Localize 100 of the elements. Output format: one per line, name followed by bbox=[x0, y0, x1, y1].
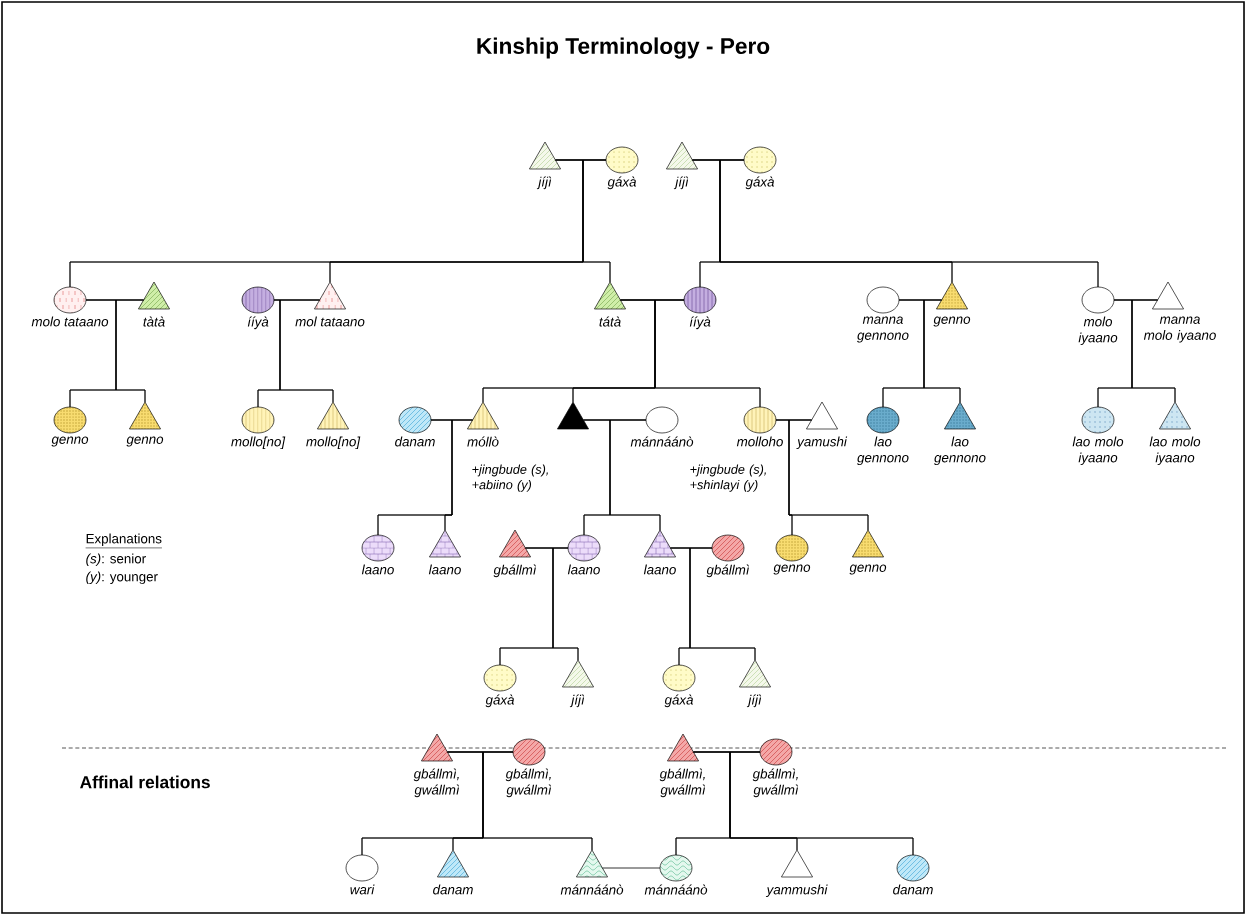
kin-term: jíjì bbox=[536, 176, 552, 190]
triangle-symbol bbox=[1152, 281, 1184, 310]
kin-term: genno bbox=[849, 564, 887, 575]
kin-term: danam bbox=[433, 884, 473, 895]
kin-term: gbállmì, gwállmì bbox=[505, 768, 552, 798]
kin-term: molo tataano bbox=[31, 316, 109, 327]
title: Kinship Terminology - Pero bbox=[477, 37, 770, 59]
kin-term: mánnáánò bbox=[644, 884, 708, 895]
triangle-symbol bbox=[644, 529, 676, 558]
kin-term: danam bbox=[893, 884, 933, 895]
kin-term: molo iyaano bbox=[1078, 316, 1118, 346]
kin-term: lao gennono bbox=[857, 436, 909, 466]
circle-symbol bbox=[743, 406, 777, 434]
kin-term: mollo[no] bbox=[231, 436, 286, 450]
kin-term: gbállmì, gwállmì bbox=[413, 768, 460, 798]
circle-symbol bbox=[53, 286, 87, 314]
triangle-symbol bbox=[138, 281, 170, 310]
kin-term: mollo[no] bbox=[306, 436, 361, 450]
circle-symbol bbox=[759, 738, 793, 766]
kinship-line bbox=[602, 867, 661, 869]
kin-term: gáxà bbox=[664, 694, 694, 708]
kin-term: gáxà bbox=[607, 176, 637, 190]
kinship-line bbox=[729, 751, 914, 856]
kin-term: gbállmì bbox=[493, 564, 537, 578]
kin-term: móllò bbox=[467, 436, 499, 447]
circle-symbol bbox=[345, 854, 379, 882]
kin-term: gbállmì, gwállmì bbox=[659, 768, 706, 798]
explanations-heading: Explanations bbox=[85, 533, 163, 549]
kin-term-note: +jingbude (s), +abiino (y) bbox=[472, 464, 548, 492]
kin-term: genno bbox=[773, 564, 811, 575]
kinship-line bbox=[1131, 299, 1176, 403]
kin-term: danam bbox=[395, 436, 435, 447]
triangle-symbol bbox=[806, 401, 838, 430]
kinship-line bbox=[444, 419, 473, 531]
triangle-symbol bbox=[317, 401, 349, 430]
triangle-symbol bbox=[667, 733, 699, 762]
circle-symbol bbox=[743, 146, 777, 174]
triangle-symbol bbox=[576, 849, 608, 878]
kin-term: gáxà bbox=[745, 176, 775, 190]
kin-term: jíjì bbox=[673, 176, 689, 190]
circle-symbol bbox=[483, 664, 517, 692]
kin-term: manna molo iyaano bbox=[1143, 316, 1216, 343]
kin-term: jíjì bbox=[569, 694, 585, 708]
kin-term: genno bbox=[933, 316, 971, 327]
kin-term: mánnáánò bbox=[560, 884, 624, 895]
triangle-symbol bbox=[129, 401, 161, 430]
triangle-symbol bbox=[437, 849, 469, 878]
circle-symbol bbox=[53, 406, 87, 434]
kinship-line bbox=[582, 159, 611, 283]
kin-term: ííyà bbox=[689, 316, 711, 330]
triangle-symbol bbox=[936, 281, 968, 310]
kin-term: gáxà bbox=[485, 694, 515, 708]
triangle-symbol bbox=[944, 401, 976, 430]
triangle-symbol bbox=[421, 733, 453, 762]
triangle-symbol bbox=[499, 529, 531, 558]
kin-term: genno bbox=[51, 436, 89, 447]
circle-symbol bbox=[398, 406, 432, 434]
circle-symbol bbox=[605, 146, 639, 174]
triangle-symbol bbox=[429, 529, 461, 558]
triangle-symbol bbox=[467, 401, 499, 430]
triangle-symbol bbox=[852, 529, 884, 558]
kin-term: yamushi bbox=[796, 436, 848, 450]
circle-symbol bbox=[662, 664, 696, 692]
kin-term: tátà bbox=[599, 316, 621, 327]
kinship-line bbox=[923, 299, 961, 403]
kin-term: mánnáánò bbox=[630, 436, 694, 447]
triangle-symbol bbox=[562, 659, 594, 688]
kinship-line bbox=[654, 299, 761, 408]
kin-term: gbállmì, gwállmì bbox=[752, 768, 799, 798]
kinship-line bbox=[609, 419, 661, 531]
circle-symbol bbox=[1081, 286, 1115, 314]
kin-term: lao gennono bbox=[934, 436, 986, 466]
kinship-line bbox=[482, 751, 593, 851]
triangle-symbol bbox=[557, 401, 589, 430]
kinship-line bbox=[689, 547, 756, 661]
circle-symbol bbox=[1081, 406, 1115, 434]
triangle-symbol bbox=[529, 141, 561, 170]
triangle-symbol bbox=[314, 281, 346, 310]
circle-symbol bbox=[659, 854, 693, 882]
kin-term: jíjì bbox=[746, 694, 762, 708]
triangle-symbol bbox=[739, 659, 771, 688]
kin-term: manna gennono bbox=[857, 316, 909, 343]
kin-term: mol tataano bbox=[295, 316, 365, 327]
kin-term: genno bbox=[126, 436, 164, 447]
kinship-line bbox=[115, 299, 146, 403]
kin-term: lao molo iyaano bbox=[1072, 436, 1124, 466]
circle-symbol bbox=[567, 534, 601, 562]
circle-symbol bbox=[775, 534, 809, 562]
kin-term-note: +jingbude (s), +shinlayi (y) bbox=[690, 464, 766, 492]
circle-symbol bbox=[241, 286, 275, 314]
kin-term: wari bbox=[350, 884, 375, 895]
kin-term: yammushi bbox=[765, 884, 828, 898]
circle-symbol bbox=[866, 286, 900, 314]
kin-term: laano bbox=[567, 564, 600, 575]
circle-symbol bbox=[512, 738, 546, 766]
kin-term: molloho bbox=[736, 436, 783, 447]
triangle-symbol bbox=[594, 281, 626, 310]
kin-term: lao molo iyaano bbox=[1149, 436, 1201, 466]
circle-symbol bbox=[683, 286, 717, 314]
explanation-note: (y): younger bbox=[86, 571, 158, 585]
